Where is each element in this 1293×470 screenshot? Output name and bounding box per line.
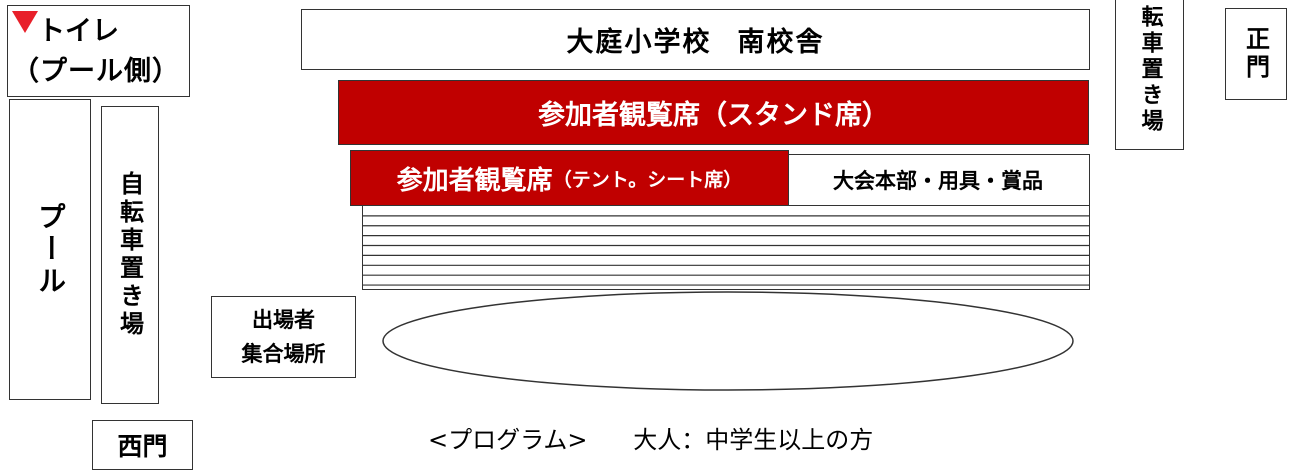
tent-seats-label: 参加者観覧席 (396, 165, 553, 196)
pool: プール (9, 99, 91, 400)
west-gate-label: 西門 (117, 432, 168, 461)
assembly-area-line1: 出場者 (252, 308, 315, 332)
tent-seats-sublabel: （テント。シート席） (552, 168, 743, 191)
bike-parking-left-label: 自転車置き場 (115, 171, 144, 339)
headquarters-label: 大会本部・用具・賞品 (833, 169, 1043, 193)
toilet-label-box: トイレ （プール側） (7, 5, 190, 97)
program-label: <プログラム> (428, 426, 588, 454)
main-gate: 正門 (1225, 8, 1287, 100)
program-caption: <プログラム> 大人：中学生以上の方 (428, 420, 873, 455)
south-building-name: 大庭小学校 (566, 27, 712, 58)
main-gate-label: 正門 (1241, 26, 1270, 82)
stand-seats-label: 参加者観覧席（スタンド席） (538, 100, 889, 131)
west-gate: 西門 (92, 420, 193, 470)
bike-parking-right-label: 転車置き場 (1137, 5, 1163, 135)
toilet-label: トイレ (38, 16, 119, 47)
bleacher-stripes (362, 206, 1090, 290)
headquarters: 大会本部・用具・賞品 (786, 154, 1090, 206)
program-note: 大人：中学生以上の方 (633, 426, 874, 454)
bike-parking-right: 転車置き場 (1115, 0, 1184, 150)
toilet-marker-icon (12, 11, 38, 33)
track-ellipse (382, 291, 1074, 391)
stand-seats: 参加者観覧席（スタンド席） (338, 80, 1089, 145)
toilet-location: （プール側） (12, 56, 180, 87)
south-building: 大庭小学校 南校舎 (301, 9, 1090, 70)
assembly-area-line2: 集合場所 (241, 342, 326, 366)
bike-parking-left: 自転車置き場 (101, 106, 159, 404)
pool-label: プール (34, 201, 67, 298)
assembly-area: 出場者 集合場所 (211, 296, 356, 378)
south-building-name2: 南校舎 (737, 27, 825, 58)
tent-seats: 参加者観覧席（テント。シート席） (350, 150, 789, 206)
